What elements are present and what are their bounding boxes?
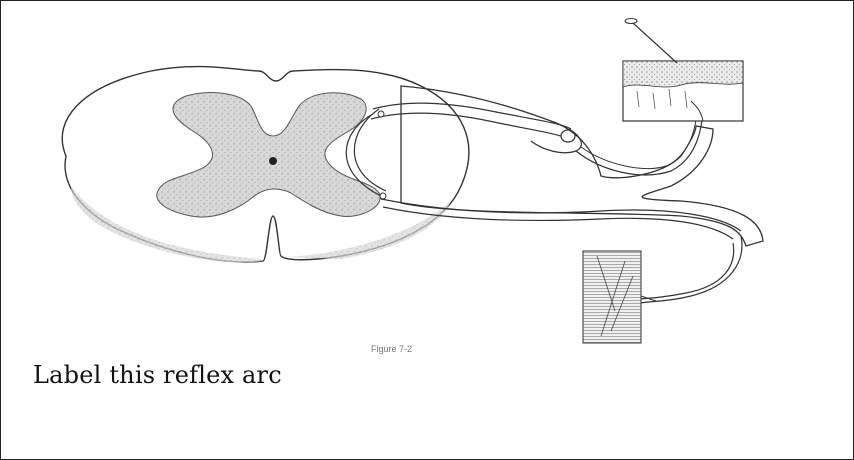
worksheet-caption: Label this reflex arc xyxy=(33,361,282,389)
motor-pathway xyxy=(381,199,742,303)
central-canal xyxy=(269,157,277,165)
synapse-marker-2 xyxy=(380,193,386,199)
synapse-marker-1 xyxy=(378,111,384,117)
spinal-cord-cross-section xyxy=(62,67,469,263)
figure-label: Figure 7-2 xyxy=(371,344,412,354)
reflex-arc-diagram: Figure 7-2 xyxy=(41,11,771,356)
muscle-effector xyxy=(583,251,656,343)
skin-receptor xyxy=(623,61,743,121)
pin-icon xyxy=(625,19,677,64)
